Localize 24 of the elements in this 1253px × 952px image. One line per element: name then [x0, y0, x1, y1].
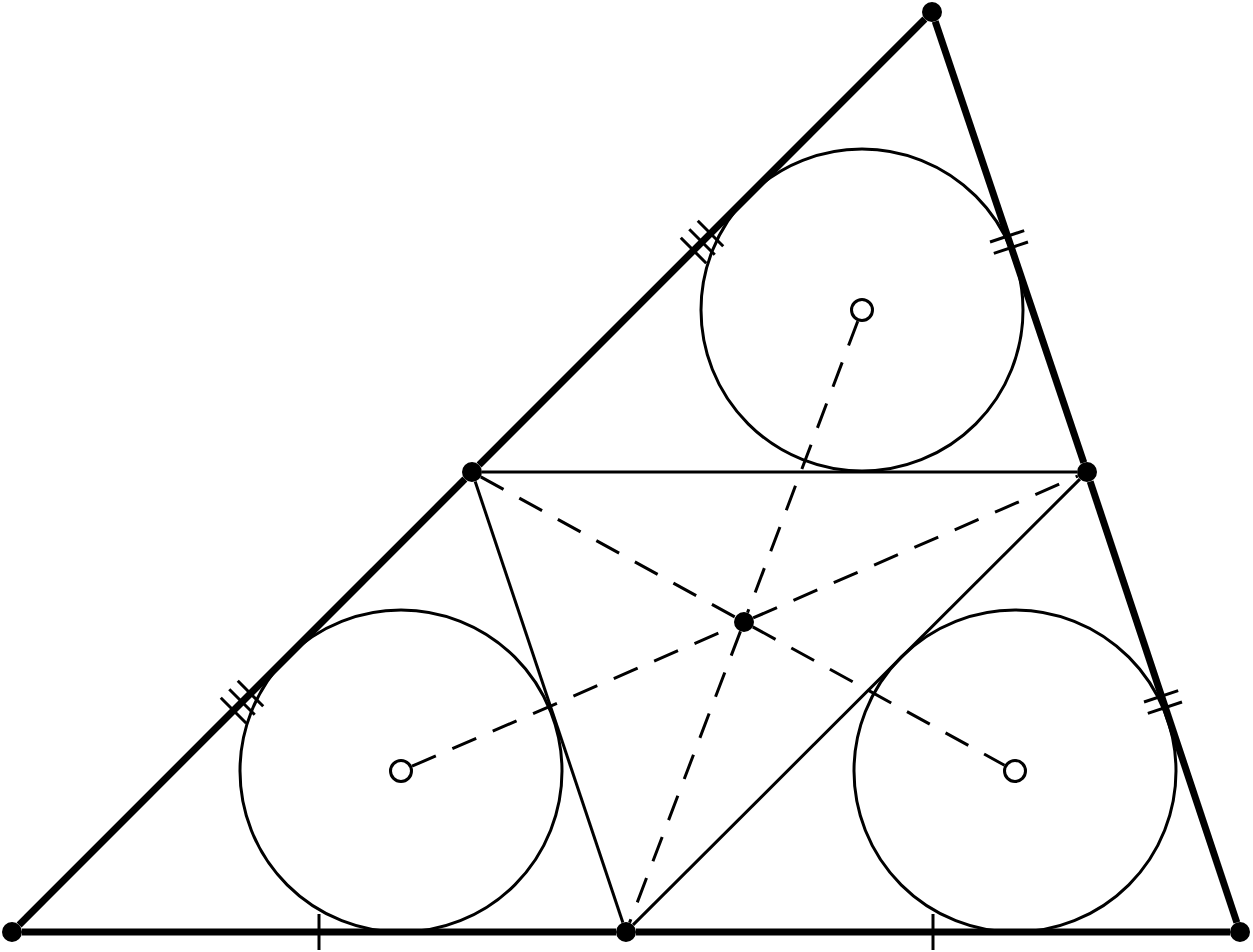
segment-line [632, 478, 1081, 926]
point-dot [616, 922, 636, 942]
triangle-side [931, 20, 1088, 464]
center-point [1003, 759, 1027, 783]
dashed-line [480, 475, 736, 619]
point-dot [1230, 922, 1250, 942]
triangle-side [1086, 480, 1241, 924]
dashed-line [628, 630, 742, 924]
dashed-line [752, 474, 1079, 620]
point-dot [2, 922, 22, 942]
triangle-side [636, 928, 1230, 936]
segment-line [473, 481, 625, 923]
point-dot [1077, 462, 1097, 482]
triangle-side [16, 476, 468, 928]
point-dot [462, 462, 482, 482]
dashed-line [752, 625, 1006, 767]
triangle-side [476, 16, 928, 468]
point-dot [734, 612, 754, 632]
segment-line [482, 470, 1077, 474]
center-point [850, 298, 874, 322]
dashed-line [746, 320, 860, 614]
point-dot [922, 2, 942, 22]
triangle-side [22, 928, 616, 936]
center-point [389, 759, 413, 783]
